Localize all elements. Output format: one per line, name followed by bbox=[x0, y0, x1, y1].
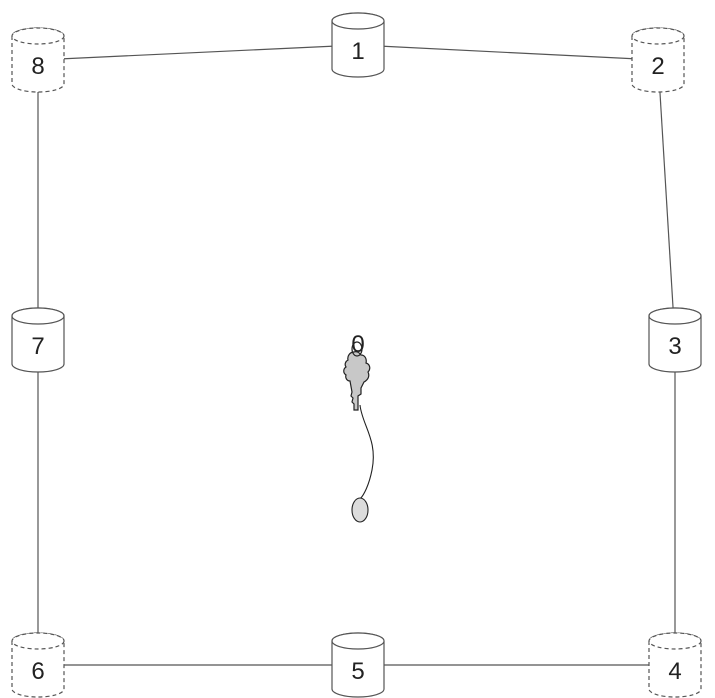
cylinder-top bbox=[332, 633, 384, 649]
node-label: 3 bbox=[668, 333, 681, 360]
node-label: 5 bbox=[351, 658, 364, 685]
cylinder-top bbox=[12, 633, 64, 649]
cylinder-top bbox=[649, 633, 701, 649]
node-label: 4 bbox=[668, 658, 681, 685]
cylinder-node-3: 3 bbox=[649, 308, 701, 372]
cylinder-node-5: 5 bbox=[332, 633, 384, 697]
cylinder-node-8: 8 bbox=[12, 28, 64, 92]
cylinder-top bbox=[332, 13, 384, 29]
cylinder-node-6: 6 bbox=[12, 633, 64, 697]
node-label: 6 bbox=[31, 658, 44, 685]
edge-2-3 bbox=[658, 60, 675, 340]
node-label: 1 bbox=[351, 38, 364, 65]
node-label: 8 bbox=[31, 53, 44, 80]
cylinder-top bbox=[12, 308, 64, 324]
key-with-tag-icon bbox=[344, 342, 374, 522]
edge-1-2 bbox=[358, 45, 658, 60]
node-label: 2 bbox=[651, 53, 664, 80]
cylinder-node-4: 4 bbox=[649, 633, 701, 697]
center-node: 0 bbox=[344, 331, 374, 522]
cylinder-top bbox=[632, 28, 684, 44]
cylinder-node-7: 7 bbox=[12, 308, 64, 372]
node-label: 7 bbox=[31, 333, 44, 360]
edge-8-1 bbox=[38, 45, 358, 60]
cylinder-node-1: 1 bbox=[332, 13, 384, 77]
cylinder-top bbox=[649, 308, 701, 324]
cylinder-top bbox=[12, 28, 64, 44]
cylinder-node-2: 2 bbox=[632, 28, 684, 92]
